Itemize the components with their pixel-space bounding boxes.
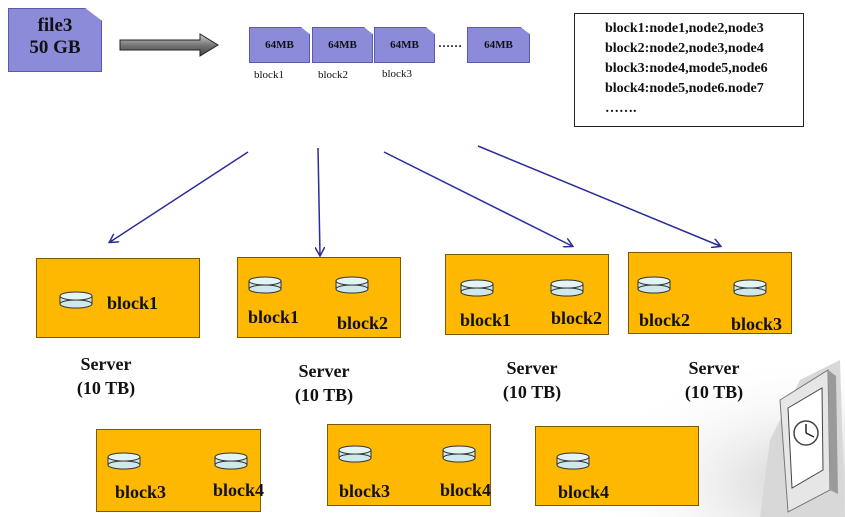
mapping-line: block1:node1,node2,node3 xyxy=(605,21,764,36)
server-block-label: block3 xyxy=(115,482,167,502)
file-size: 50 GB xyxy=(29,37,81,58)
server-box: block1 block2 xyxy=(237,257,401,338)
server-block-label: block4 xyxy=(558,482,610,502)
block-chip: 64MB xyxy=(249,27,310,63)
server-box: block4 xyxy=(535,426,699,506)
arrow-to-server-1 xyxy=(110,151,249,242)
server-block-label: block1 xyxy=(107,293,159,313)
server-caption-name: Server xyxy=(506,358,558,378)
block-label: block2 xyxy=(318,69,348,81)
disk-icon xyxy=(460,279,494,297)
disk-icon xyxy=(637,276,671,294)
server-caption: Server (10 TB) xyxy=(674,356,754,404)
server-block-label: block2 xyxy=(337,313,389,333)
server-block-label: block2 xyxy=(639,310,691,330)
arrow-to-server-2 xyxy=(318,147,320,255)
disk-icon xyxy=(550,279,584,297)
disk-icon xyxy=(335,276,369,294)
server-block-label: block3 xyxy=(731,314,783,334)
block-chip: 64MB xyxy=(374,27,435,63)
server-box: block3 block4 xyxy=(96,429,265,512)
server-block-label: block4 xyxy=(440,480,492,500)
block-node-mapping: block1:node1,node2,node3 block2:node2,no… xyxy=(574,13,804,127)
server-block-label: block2 xyxy=(551,308,603,328)
split-arrow xyxy=(119,33,219,57)
disk-icon xyxy=(248,276,282,294)
disk-icon xyxy=(442,445,476,463)
server-caption: Server (10 TB) xyxy=(284,359,364,407)
mapping-line: ……. xyxy=(605,101,637,116)
server-caption-size: (10 TB) xyxy=(76,378,136,398)
server-caption: Server (10 TB) xyxy=(66,352,146,400)
server-caption-name: Server xyxy=(688,358,740,378)
server-caption-size: (10 TB) xyxy=(502,382,562,402)
block-ellipsis: …… xyxy=(438,36,462,50)
mapping-line: block2:node2,node3,node4 xyxy=(605,41,764,56)
server-box: block1 xyxy=(36,258,200,338)
server-box: block3 block4 xyxy=(327,424,491,506)
clock-icon xyxy=(760,360,845,517)
file-box: file3 50 GB xyxy=(8,8,102,72)
mapping-line: block4:node5,node6.node7 xyxy=(605,81,764,96)
server-box: block1 block2 xyxy=(445,254,609,335)
server-caption-name: Server xyxy=(80,354,132,374)
disk-icon xyxy=(59,291,93,309)
server-caption-size: (10 TB) xyxy=(294,385,354,405)
server-block-label: block1 xyxy=(248,307,300,327)
server-caption: Server (10 TB) xyxy=(492,356,572,404)
disk-icon xyxy=(214,452,248,470)
arrow-to-server-4 xyxy=(477,145,720,246)
server-caption-size: (10 TB) xyxy=(684,382,744,402)
block-label: block1 xyxy=(254,69,284,81)
disk-icon xyxy=(107,452,141,470)
server-block-label: block4 xyxy=(213,480,265,500)
arrow-to-server-3 xyxy=(383,151,572,246)
block-chip: 64MB xyxy=(312,27,373,63)
file-name: file3 xyxy=(37,15,73,36)
block-chip: 64MB xyxy=(467,27,530,63)
server-block-label: block1 xyxy=(460,310,512,330)
disk-icon xyxy=(556,452,590,470)
disk-icon xyxy=(338,445,372,463)
server-box: block2 block3 xyxy=(628,252,792,334)
block-label: block3 xyxy=(382,68,412,80)
mapping-line: block3:node4,mode5,node6 xyxy=(605,61,768,76)
server-block-label: block3 xyxy=(339,481,391,501)
server-caption-name: Server xyxy=(298,361,350,381)
disk-icon xyxy=(733,279,767,297)
